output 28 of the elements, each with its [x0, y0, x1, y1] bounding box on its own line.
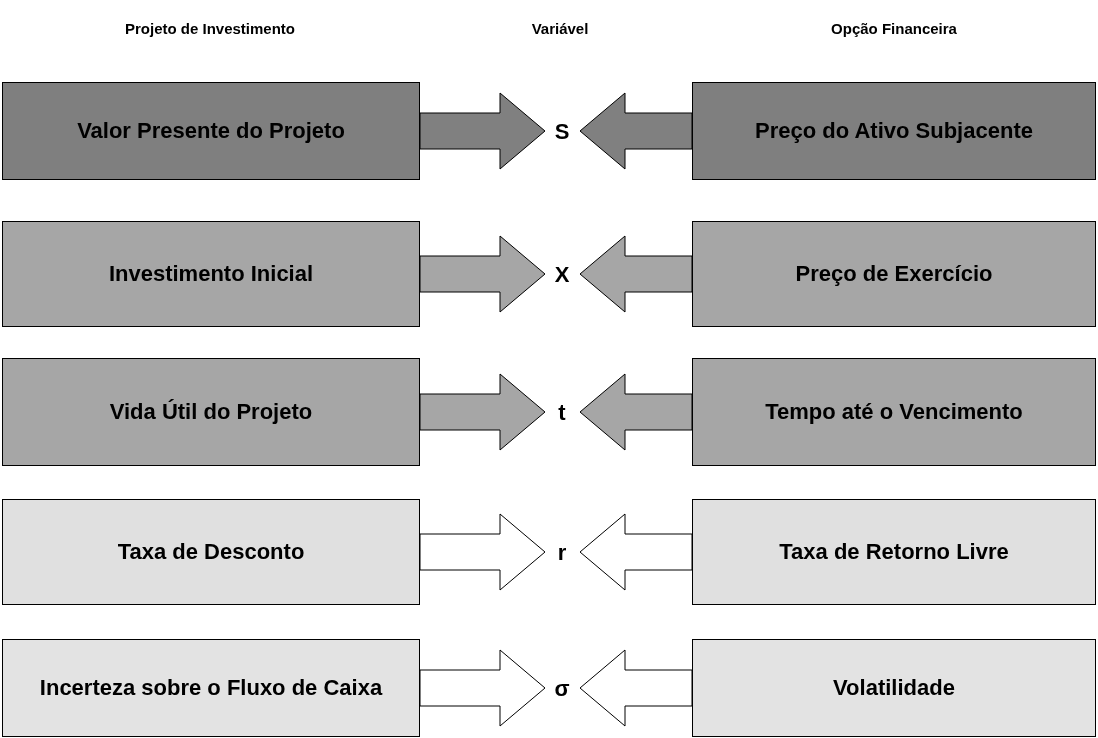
concept-box: Volatilidade [692, 639, 1096, 737]
variable-symbol: σ [548, 672, 576, 704]
block-arrow [419, 235, 546, 313]
block-arrow [419, 373, 546, 451]
concept-box: Preço do Ativo Subjacente [692, 82, 1096, 180]
concept-box: Investimento Inicial [2, 221, 420, 327]
column-header: Projeto de Investimento [123, 19, 296, 39]
concept-box: Taxa de Retorno Livre [692, 499, 1096, 605]
column-header: Variável [530, 19, 590, 39]
variable-symbol: r [548, 536, 576, 568]
block-arrow [579, 513, 693, 591]
concept-box: Valor Presente do Projeto [2, 82, 420, 180]
variable-symbol: X [548, 258, 576, 290]
concept-box: Vida Útil do Projeto [2, 358, 420, 466]
concept-box: Taxa de Desconto [2, 499, 420, 605]
variable-symbol: S [548, 115, 576, 147]
block-arrow [419, 513, 546, 591]
block-arrow [579, 92, 693, 170]
variable-symbol: t [548, 396, 576, 428]
concept-box: Tempo até o Vencimento [692, 358, 1096, 466]
concept-box: Incerteza sobre o Fluxo de Caixa [2, 639, 420, 737]
block-arrow [579, 373, 693, 451]
block-arrow [419, 92, 546, 170]
block-arrow [579, 235, 693, 313]
block-arrow [579, 649, 693, 727]
concept-box: Preço de Exercício [692, 221, 1096, 327]
column-header: Opção Financeira [830, 19, 958, 39]
block-arrow [419, 649, 546, 727]
